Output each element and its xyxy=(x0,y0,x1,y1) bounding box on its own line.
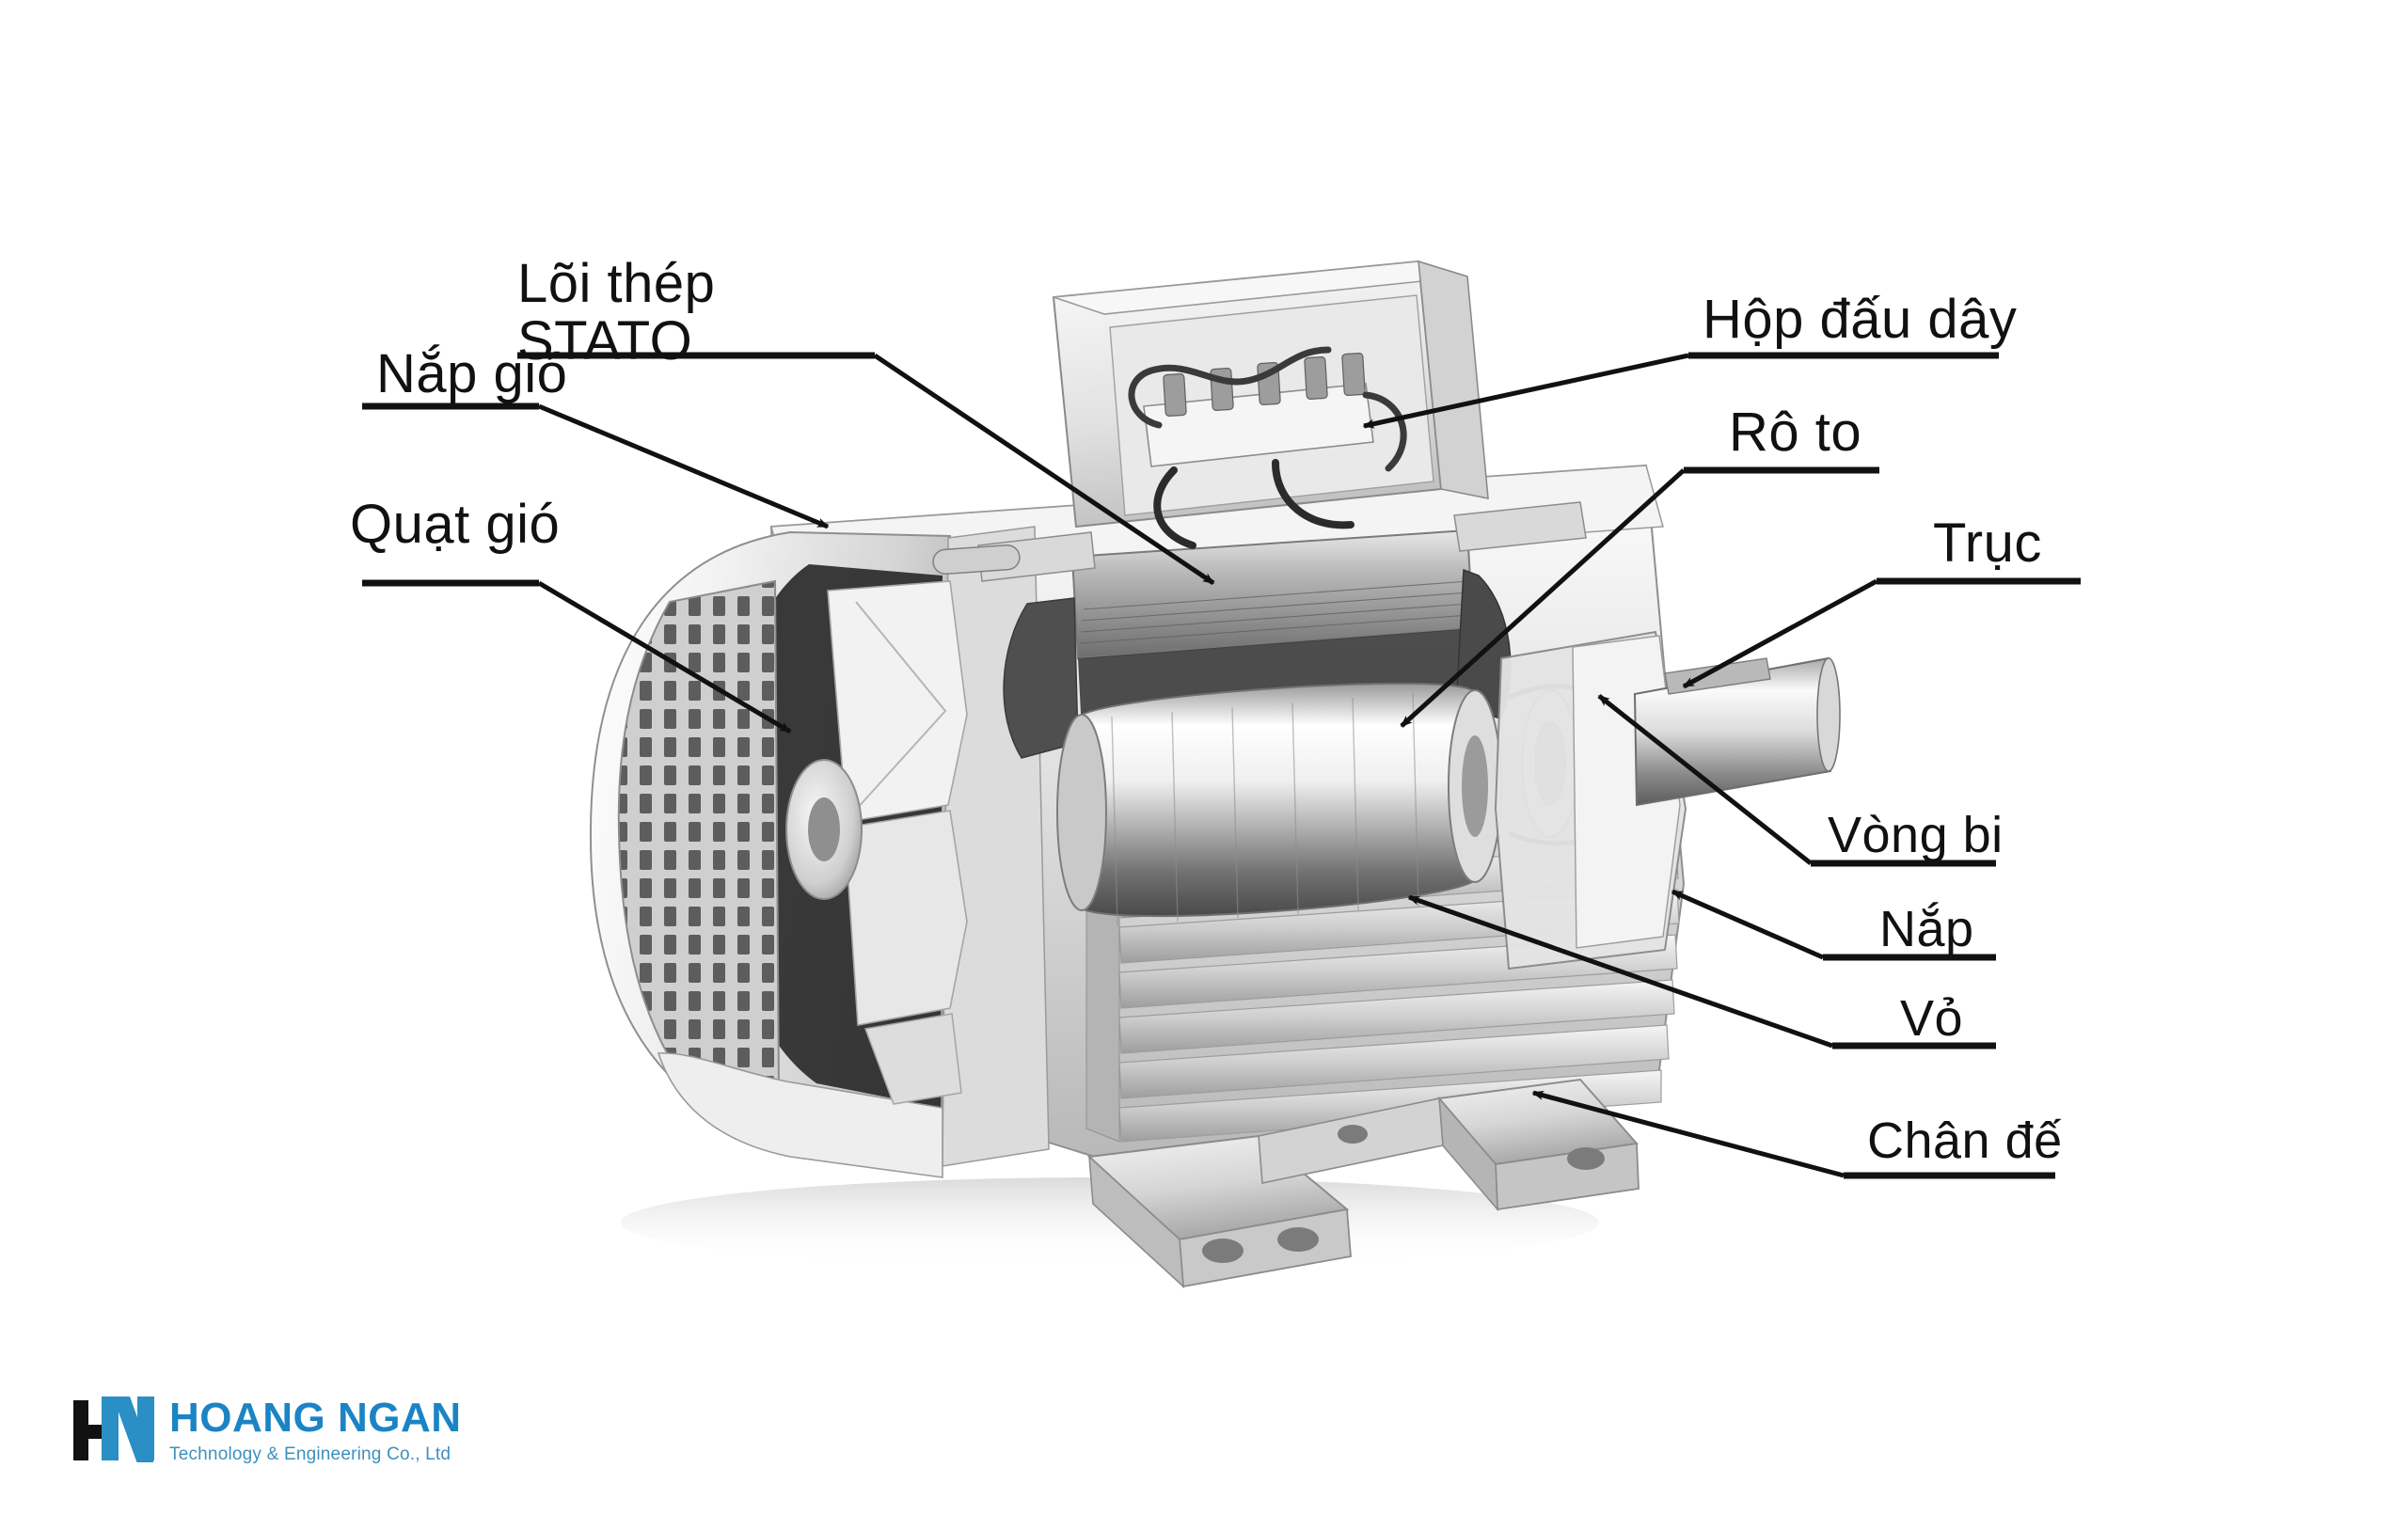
foot-bolt-hole xyxy=(1567,1147,1605,1170)
leader-line-quat-gio xyxy=(537,580,792,734)
callout-text: Nắp gió xyxy=(376,343,568,404)
leader-line-loi-thep-stato xyxy=(873,353,1215,586)
callout-text: Vòng bi xyxy=(1828,807,2004,863)
leader-line-nap xyxy=(1671,889,1825,960)
logo-company-name: HOANG NGAN xyxy=(169,1395,462,1441)
callout-label-nap: Nắp xyxy=(1879,903,1974,956)
fan-cover-grille xyxy=(617,579,781,1093)
lifting-bolt xyxy=(932,544,1021,576)
terminal-box xyxy=(1052,260,1489,549)
company-logo: HOANG NGAN Technology & Engineering Co.,… xyxy=(73,1395,462,1466)
hn-monogram-icon xyxy=(73,1395,154,1466)
callout-text: STATO xyxy=(517,309,693,371)
diagram-canvas xyxy=(362,260,2081,1288)
leader-line-nap-gio xyxy=(538,403,830,529)
callout-label-quat-gio: Quạt gió xyxy=(350,494,561,555)
leader-lines xyxy=(537,353,1878,1178)
rotor-end-ring-left xyxy=(1056,714,1107,911)
top-frame-rail xyxy=(932,501,1587,582)
logo-text-block: HOANG NGAN Technology & Engineering Co.,… xyxy=(169,1395,462,1464)
callout-text: Trục xyxy=(1933,513,2042,574)
logo-tagline: Technology & Engineering Co., Ltd xyxy=(169,1444,452,1464)
leader-line-chan-de xyxy=(1531,1090,1845,1178)
callout-text: Rô to xyxy=(1729,402,1862,463)
leader-line-vong-bi xyxy=(1597,694,1813,865)
callout-text: Quạt gió xyxy=(350,494,561,555)
callout-label-nap-gio: Nắp gió xyxy=(376,343,568,404)
motor-shadow xyxy=(621,1177,1599,1268)
leader-line-ro-to xyxy=(1400,468,1686,728)
foot-bolt-hole xyxy=(1202,1239,1244,1263)
callout-label-vo: Vỏ xyxy=(1900,992,1963,1046)
callout-text: Hộp đấu dây xyxy=(1703,289,2018,350)
mounting-feet xyxy=(1086,1078,1640,1288)
callout-label-ro-to: Rô to xyxy=(1729,402,1862,463)
motor-illustration xyxy=(589,260,1841,1288)
callout-text: Vỏ xyxy=(1900,990,1964,1047)
terminal-block xyxy=(1143,353,1374,467)
callout-text: Chân đế xyxy=(1867,1113,2063,1169)
output-shaft xyxy=(1633,656,1841,807)
rotor xyxy=(1056,682,1502,926)
callout-label-chan-de: Chân đế xyxy=(1867,1114,2063,1168)
callout-text: Lõi thép xyxy=(517,253,716,314)
leader-line-hop-dau-day xyxy=(1362,353,1689,429)
leader-line-truc xyxy=(1682,578,1878,689)
callout-label-hop-dau-day: Hộp đấu dây xyxy=(1703,289,2018,350)
callout-text: Nắp xyxy=(1879,901,1974,957)
callout-label-vong-bi: Vòng bi xyxy=(1828,809,2004,862)
label-underlines xyxy=(362,352,2081,1179)
leader-line-vo xyxy=(1407,894,1833,1049)
cooling-fan xyxy=(785,580,968,1105)
callout-label-truc: Trục xyxy=(1933,513,2042,574)
foot-bolt-hole xyxy=(1277,1227,1319,1252)
